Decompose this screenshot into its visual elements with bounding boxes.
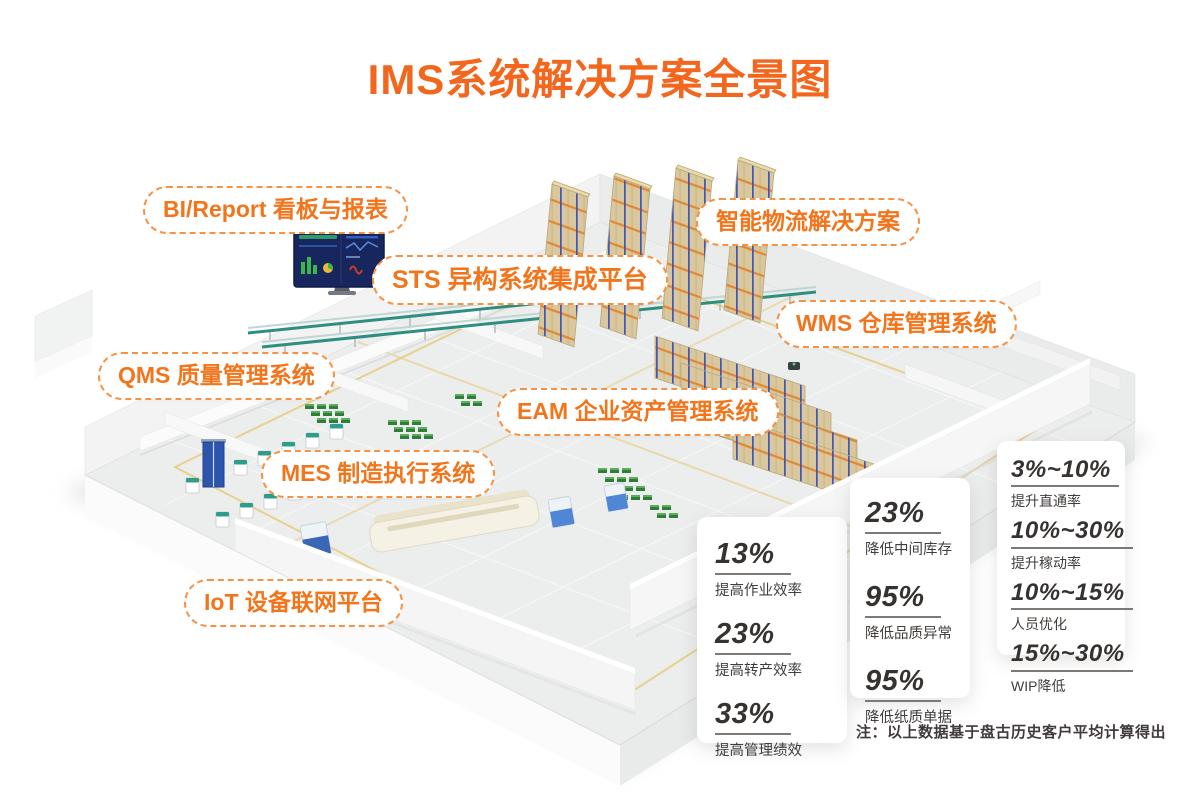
stat-value: 10%~30% bbox=[1011, 518, 1133, 549]
label-smart-logistics: 智能物流解决方案 bbox=[696, 198, 920, 246]
stat-value: 15%~30% bbox=[1011, 640, 1133, 672]
stat-value: 10%~15% bbox=[1011, 579, 1133, 611]
label-qms: QMS 质量管理系统 bbox=[98, 352, 335, 400]
stat-item: 23% 提高转产效率 bbox=[715, 618, 829, 680]
stat-value: 95% bbox=[865, 581, 941, 618]
label-wms: WMS 仓库管理系统 bbox=[776, 300, 1017, 348]
stat-label: 提高作业效率 bbox=[715, 582, 802, 599]
footnote: 注：以上数据基于盘古历史客户平均计算得出 bbox=[856, 724, 1167, 741]
stat-label: 人员优化 bbox=[1011, 616, 1067, 633]
label-bi-report: BI/Report 看板与报表 bbox=[143, 186, 408, 234]
stat-label: 提升稼动率 bbox=[1011, 554, 1081, 571]
dashboard-monitor bbox=[293, 228, 385, 295]
stat-label: WIP降低 bbox=[1011, 677, 1066, 694]
stat-value: 33% bbox=[715, 698, 791, 735]
stat-item: 33% 提高管理绩效 bbox=[715, 698, 829, 760]
blue-door bbox=[201, 439, 226, 488]
stat-label: 提高管理绩效 bbox=[715, 742, 802, 759]
stats-card-efficiency: 13% 提高作业效率 23% 提高转产效率 33% 提高管理绩效 bbox=[697, 517, 847, 759]
stat-value: 13% bbox=[715, 538, 791, 575]
stat-item: 15%~30% WIP降低 bbox=[1011, 640, 1133, 695]
stat-value: 23% bbox=[865, 497, 941, 534]
stat-label: 提升直通率 bbox=[1011, 493, 1081, 510]
stat-value: 23% bbox=[715, 618, 791, 655]
stat-item: 95% 降低纸质单据 bbox=[865, 665, 955, 727]
stat-item: 23% 降低中间库存 bbox=[865, 497, 955, 559]
label-sts: STS 异构系统集成平台 bbox=[372, 255, 668, 305]
stat-item: 3%~10% 提升直通率 bbox=[1011, 456, 1119, 511]
stat-item: 10%~30% 提升稼动率 bbox=[1011, 518, 1133, 572]
label-eam: EAM 企业资产管理系统 bbox=[497, 388, 779, 436]
stat-value: 95% bbox=[865, 665, 941, 702]
stat-label: 提高转产效率 bbox=[715, 662, 802, 679]
label-iot: IoT 设备联网平台 bbox=[184, 579, 403, 627]
stat-label: 降低中间库存 bbox=[865, 541, 952, 558]
stat-item: 95% 降低品质异常 bbox=[865, 581, 955, 643]
stat-value: 3%~10% bbox=[1011, 456, 1119, 488]
stat-item: 10%~15% 人员优化 bbox=[1011, 579, 1133, 634]
stats-card-improvement: 3%~10% 提升直通率 10%~30% 提升稼动率 10%~15% 人员优化 … bbox=[997, 441, 1133, 694]
conveyor-lines bbox=[247, 286, 817, 354]
stat-label: 降低品质异常 bbox=[865, 625, 952, 642]
stats-card-reduction: 23% 降低中间库存 95% 降低品质异常 95% 降低纸质单据 bbox=[850, 478, 970, 726]
label-mes: MES 制造执行系统 bbox=[261, 450, 496, 498]
stat-item: 13% 提高作业效率 bbox=[715, 538, 829, 600]
page-title: IMS系统解决方案全景图 bbox=[367, 56, 833, 103]
stat-label: 降低纸质单据 bbox=[865, 709, 952, 726]
